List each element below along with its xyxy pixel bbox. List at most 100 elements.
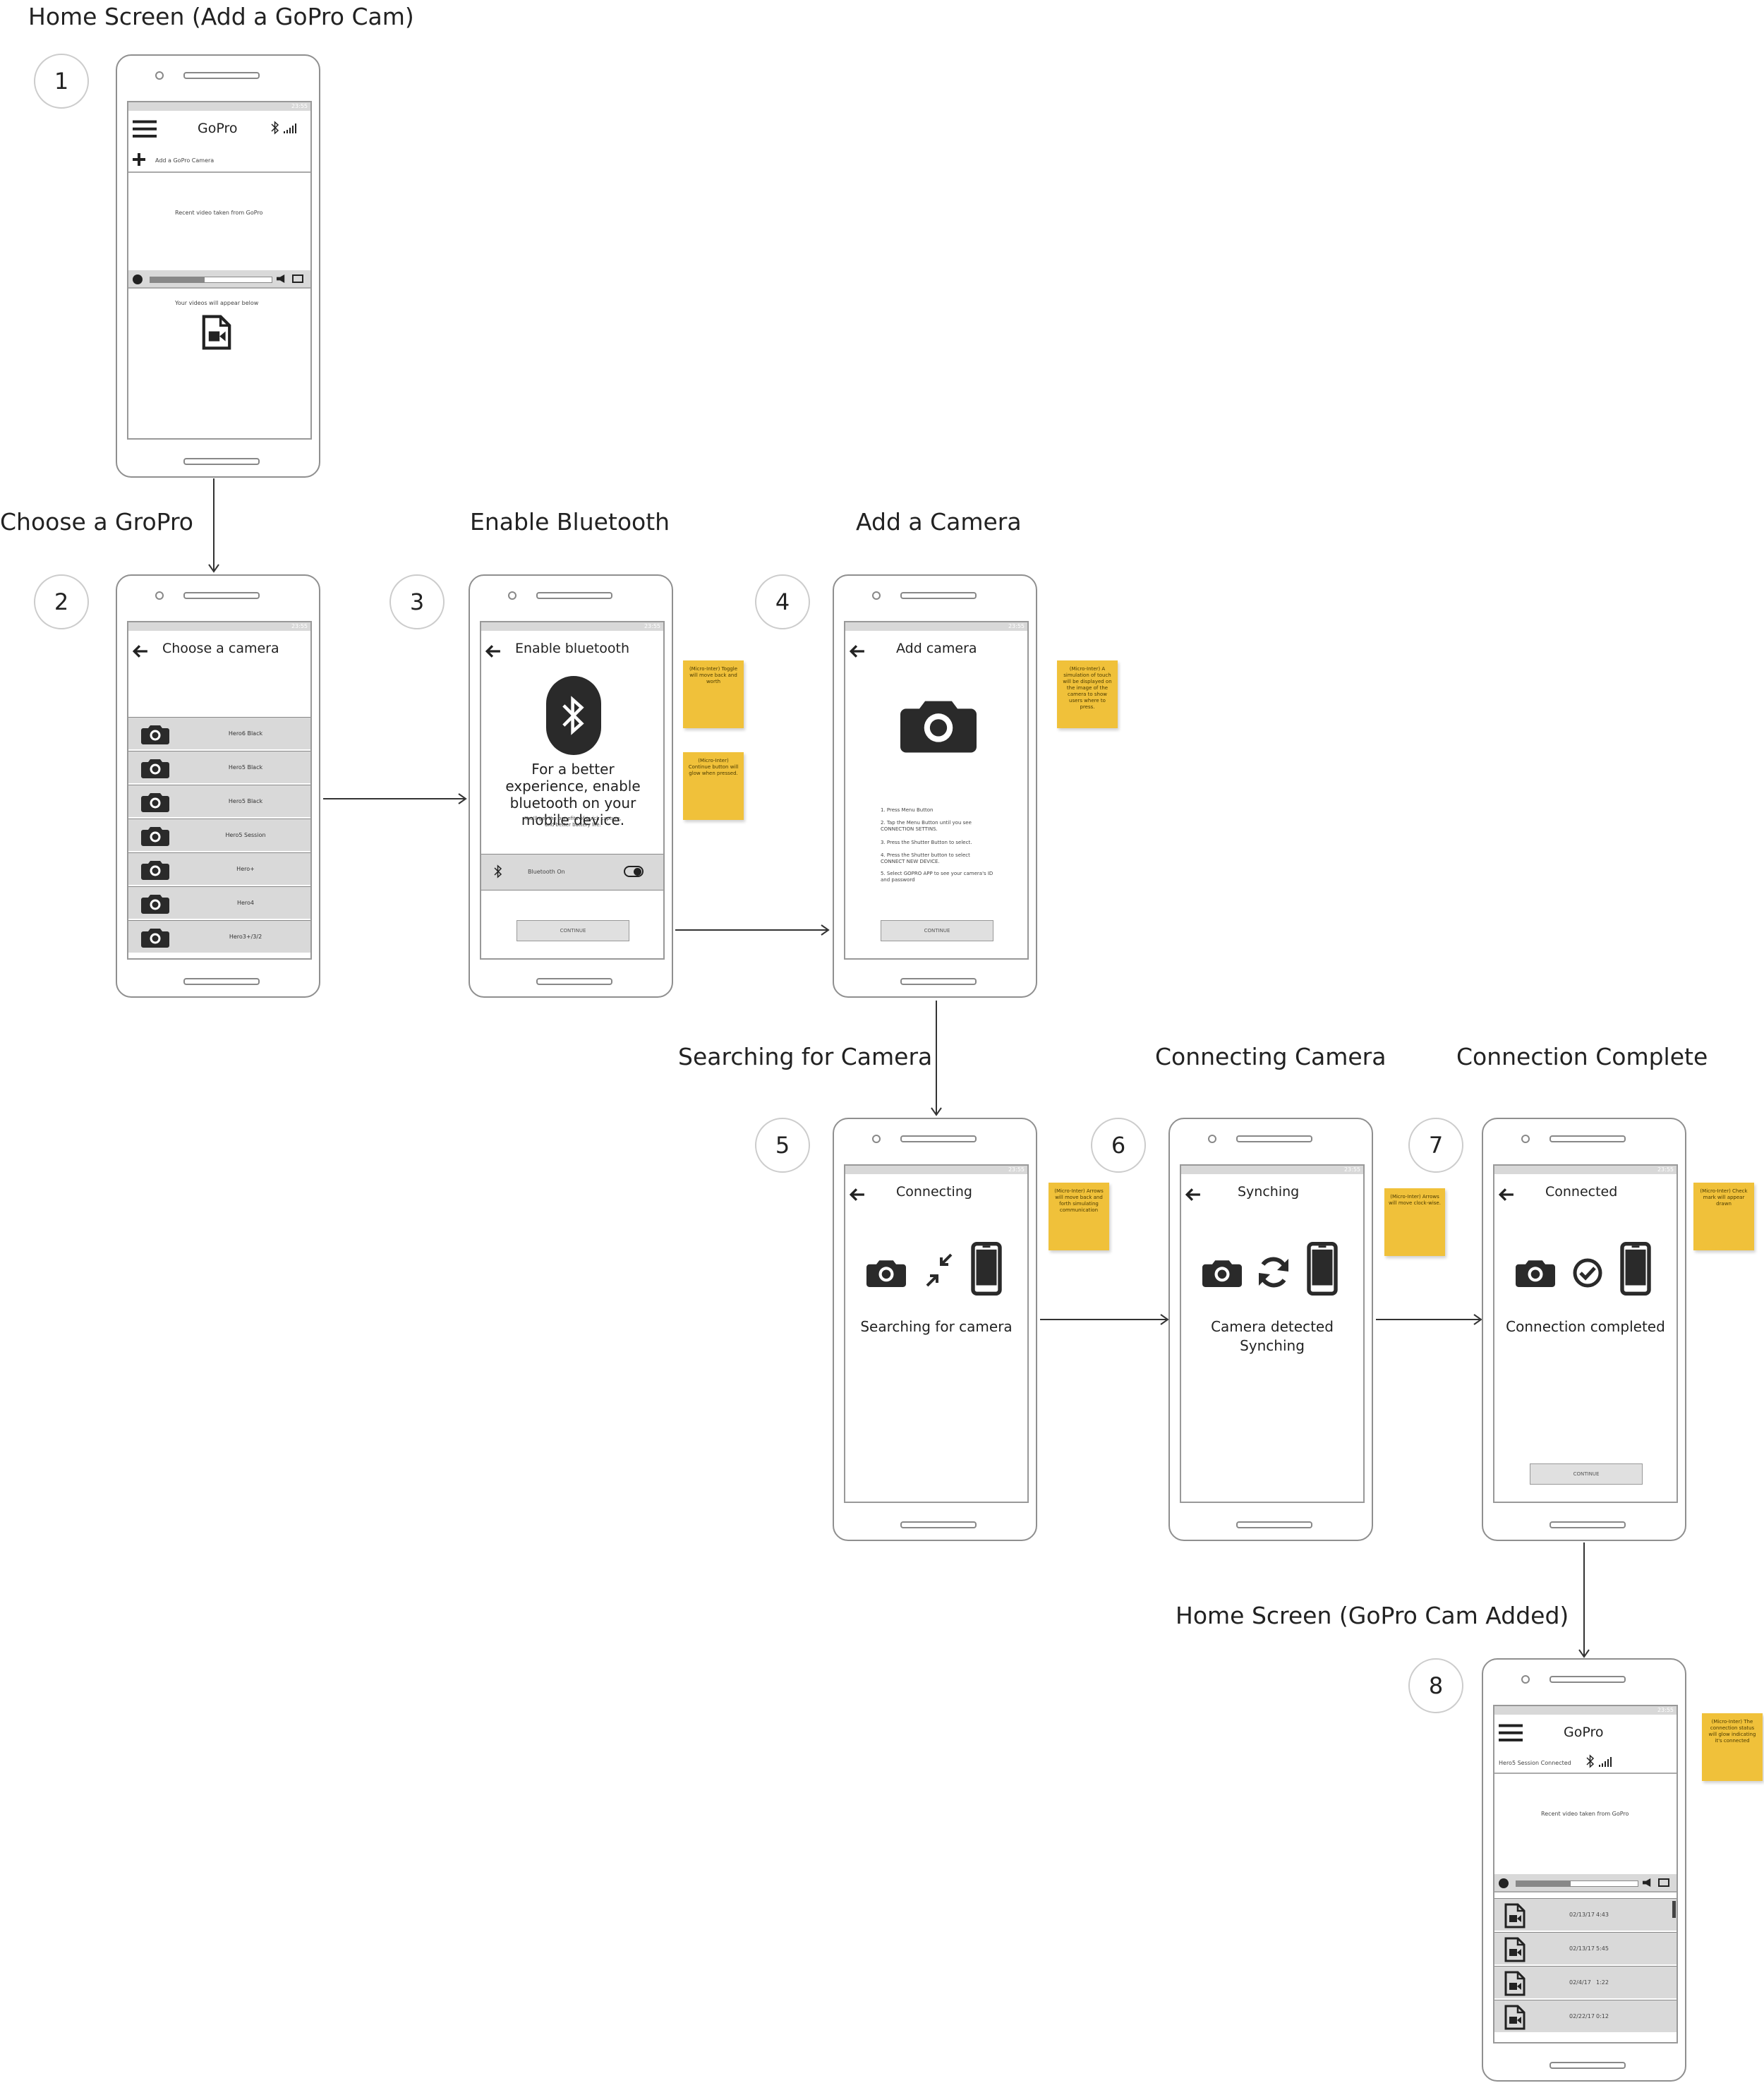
step-number-8: 8	[1408, 1658, 1463, 1713]
phone-enable-bluetooth: 23:55 Enable bluetooth For a better expe…	[469, 574, 673, 998]
divider	[128, 287, 310, 289]
screen-home-added: 23:55 GoPro Hero5 Session Connected Rece…	[1493, 1705, 1678, 2043]
back-arrow-icon[interactable]	[1185, 1188, 1201, 1201]
screen-title: Connecting	[896, 1184, 972, 1200]
video-file-icon	[1504, 1903, 1526, 1928]
home-bar	[536, 978, 612, 985]
volume-icon[interactable]	[1643, 1878, 1651, 1887]
plus-icon[interactable]	[133, 153, 145, 166]
screen-title: Enable bluetooth	[515, 641, 630, 656]
front-camera	[872, 1135, 881, 1143]
status-bar: 23:55	[1181, 1166, 1363, 1174]
instruction-step: 4. Press the Shutter button to select CO…	[881, 852, 970, 864]
continue-button[interactable]: CONTINUE	[516, 920, 629, 941]
section-title-connecting: Connecting Camera	[1155, 1043, 1387, 1070]
camera-icon	[866, 1257, 906, 1287]
camera-icon[interactable]	[900, 690, 977, 758]
camera-list-item[interactable]: Hero5 Session	[128, 819, 310, 851]
connection-status: Hero5 Session Connected	[1499, 1760, 1571, 1766]
progress-track[interactable]	[1516, 1880, 1638, 1887]
sticky-note-continue: (Micro-Inter) Continue button will glow …	[683, 752, 744, 820]
status-text-synching: Synching	[1240, 1337, 1305, 1354]
camera-name: Hero3+/3/2	[229, 934, 262, 940]
speaker	[900, 1135, 977, 1142]
scrollbar[interactable]	[1672, 1901, 1676, 1918]
videos-note: Your videos will appear below	[175, 300, 259, 306]
back-arrow-icon[interactable]	[1499, 1188, 1514, 1201]
status-bar: 23:55	[845, 622, 1027, 631]
menu-icon[interactable]	[1499, 1723, 1523, 1743]
back-arrow-icon[interactable]	[133, 645, 148, 658]
bluetooth-sub-message: You'll get the benefits of quick capture…	[524, 816, 622, 828]
progress-track[interactable]	[150, 277, 272, 283]
video-date: 02/13/17	[1569, 1945, 1595, 1952]
divider	[1494, 1891, 1677, 1892]
video-duration: 4:43	[1596, 1912, 1609, 1918]
camera-list-item[interactable]: Hero6 Black	[128, 717, 310, 749]
front-camera	[155, 591, 164, 600]
video-duration: 5:45	[1596, 1945, 1609, 1952]
step-number-5: 5	[755, 1118, 810, 1173]
bluetooth-icon	[494, 864, 502, 879]
front-camera	[1521, 1675, 1530, 1684]
screen-title: Connected	[1545, 1184, 1618, 1200]
camera-name: Hero5 Session	[225, 832, 266, 838]
recent-video-label: Recent video taken from GoPro	[175, 210, 263, 216]
section-title-choose: Choose a GroPro	[0, 508, 193, 536]
screen-title: Choose a camera	[162, 641, 279, 656]
fullscreen-icon[interactable]	[292, 274, 303, 283]
step-number-2: 2	[34, 574, 89, 629]
video-date: 02/22/17	[1569, 2013, 1595, 2019]
app-title: GoPro	[198, 121, 238, 136]
camera-list-item[interactable]: Hero5 Black	[128, 751, 310, 783]
step-number-7: 7	[1408, 1118, 1463, 1173]
bluetooth-icon	[271, 121, 279, 135]
bluetooth-toggle-label: Bluetooth On	[528, 869, 565, 875]
speaker	[1549, 1676, 1626, 1683]
phone-synching: 23:55 Synching Camera detected Synching	[1168, 1118, 1373, 1541]
section-title-home-added: Home Screen (GoPro Cam Added)	[1176, 1602, 1569, 1629]
bluetooth-toggle[interactable]	[624, 866, 644, 877]
progress-fill	[1516, 1881, 1571, 1886]
camera-name: Hero+	[236, 866, 255, 872]
front-camera	[1208, 1135, 1216, 1143]
camera-list-item[interactable]: Hero3+/3/2	[128, 920, 310, 953]
smartphone-icon	[1307, 1242, 1338, 1296]
sync-icon	[1259, 1257, 1288, 1288]
add-camera-link[interactable]: Add a GoPro Camera	[155, 157, 215, 164]
phone-home-camera-added: 23:55 GoPro Hero5 Session Connected Rece…	[1482, 1658, 1686, 2082]
back-arrow-icon[interactable]	[850, 1188, 865, 1201]
video-file-icon	[1504, 2005, 1526, 2030]
play-icon[interactable]	[1499, 1878, 1509, 1888]
camera-list-item[interactable]: Hero+	[128, 852, 310, 885]
video-duration: 0:12	[1596, 2013, 1609, 2019]
volume-icon[interactable]	[277, 274, 285, 283]
camera-icon	[141, 757, 169, 778]
camera-list-item[interactable]: Hero4	[128, 886, 310, 919]
back-arrow-icon[interactable]	[850, 645, 865, 658]
divider	[128, 171, 310, 173]
home-bar	[183, 458, 260, 465]
fullscreen-icon[interactable]	[1658, 1878, 1669, 1887]
bluetooth-logo-icon	[546, 676, 601, 755]
play-icon[interactable]	[133, 274, 143, 284]
smartphone-icon	[1620, 1242, 1651, 1296]
video-file-icon	[202, 314, 231, 351]
speaker	[536, 592, 612, 599]
continue-button[interactable]: CONTINUE	[881, 920, 993, 941]
camera-list-item[interactable]: Hero5 Black	[128, 785, 310, 817]
check-circle-icon	[1573, 1258, 1602, 1288]
speaker	[1236, 1135, 1312, 1142]
bluetooth-toggle-row: Bluetooth On	[481, 854, 663, 890]
menu-icon[interactable]	[133, 119, 157, 139]
app-title: GoPro	[1564, 1725, 1604, 1740]
video-date: 02/4/17	[1569, 1979, 1591, 1986]
back-arrow-icon[interactable]	[485, 645, 501, 658]
continue-button[interactable]: CONTINUE	[1530, 1463, 1643, 1485]
bluetooth-message: For a better experience, enable bluetoot…	[505, 761, 641, 828]
